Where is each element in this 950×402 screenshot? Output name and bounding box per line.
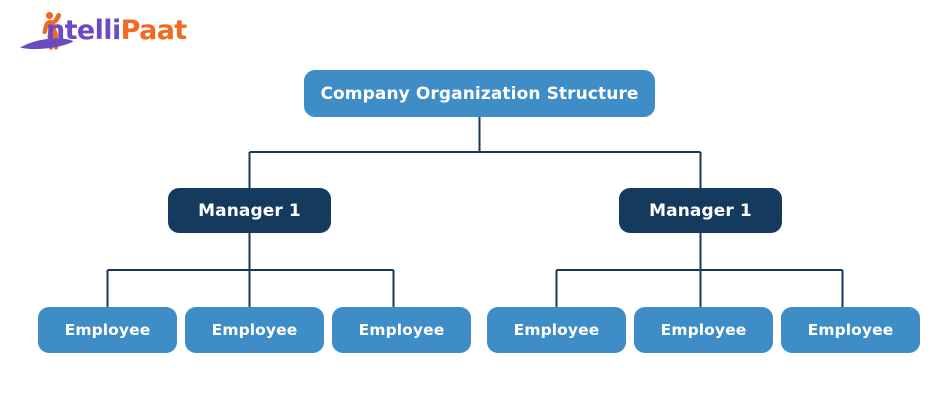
- node-manager-2-label: Manager 1: [649, 200, 752, 221]
- node-employee-5-label: Employee: [660, 321, 747, 339]
- logo-wordmark-secondary: Paat: [120, 15, 188, 46]
- node-employee-5[interactable]: Employee: [634, 307, 773, 353]
- node-employee-3[interactable]: Employee: [332, 307, 471, 353]
- node-manager-2[interactable]: Manager 1: [619, 188, 782, 233]
- node-employee-4-label: Employee: [513, 321, 600, 339]
- logo-wordmark-primary: ntelli: [46, 15, 121, 46]
- node-employee-4[interactable]: Employee: [487, 307, 626, 353]
- node-root-label: Company Organization Structure: [320, 83, 639, 104]
- logo-mark-icon: [20, 11, 74, 50]
- node-employee-6[interactable]: Employee: [781, 307, 920, 353]
- node-employee-2[interactable]: Employee: [185, 307, 324, 353]
- logo-wordmark: ntelliPaat: [46, 15, 187, 46]
- node-employee-1-label: Employee: [64, 321, 151, 339]
- node-employee-2-label: Employee: [211, 321, 298, 339]
- node-employee-6-label: Employee: [807, 321, 894, 339]
- node-employee-3-label: Employee: [358, 321, 445, 339]
- node-manager-1[interactable]: Manager 1: [168, 188, 331, 233]
- node-manager-1-label: Manager 1: [198, 200, 301, 221]
- intellipaat-logo: ntelliPaat: [18, 6, 188, 56]
- node-employee-1[interactable]: Employee: [38, 307, 177, 353]
- node-root[interactable]: Company Organization Structure: [304, 70, 655, 117]
